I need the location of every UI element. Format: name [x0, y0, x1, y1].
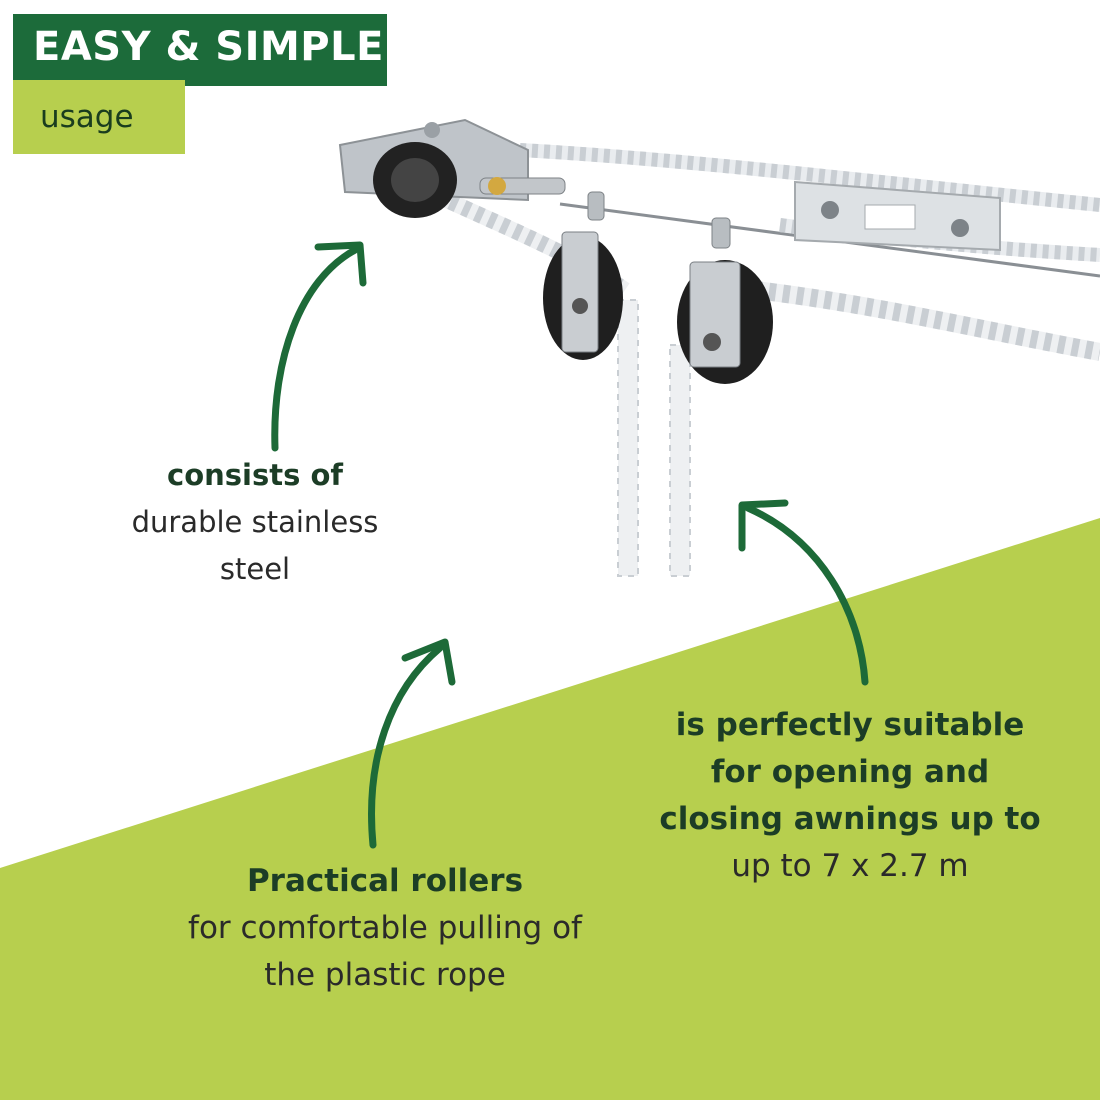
feature-steel-line: steel: [219, 552, 291, 586]
feature-awning-heading: for opening and: [710, 754, 990, 790]
badge-subtitle: usage: [13, 80, 185, 154]
feature-steel-line: durable stainless: [131, 505, 379, 539]
arrow-icon: [271, 246, 359, 452]
arrow-icon: [401, 638, 456, 686]
badge-title: EASY & SIMPLE: [13, 14, 387, 80]
feature-rollers: Practical rollers for comfortable pullin…: [120, 858, 650, 999]
feature-awning: is perfectly suitable for opening and cl…: [610, 702, 1090, 890]
feature-awning-heading: is perfectly suitable: [675, 707, 1025, 743]
feature-awning-line: up to 7 x 2.7 m: [731, 848, 969, 884]
arrow-icon: [368, 644, 444, 849]
feature-rollers-line: for comfortable pulling of: [188, 910, 582, 946]
badge-divider: [13, 80, 387, 86]
arrow-icon: [744, 504, 869, 686]
feature-rollers-heading: Practical rollers: [246, 863, 524, 899]
arrow-icon: [738, 499, 789, 552]
feature-rollers-line: the plastic rope: [264, 957, 506, 993]
feature-steel-heading: consists of: [167, 458, 343, 492]
feature-steel: consists of durable stainless steel: [60, 452, 450, 593]
feature-awning-heading: closing awnings up to: [659, 801, 1041, 837]
arrow-icon: [314, 241, 367, 287]
